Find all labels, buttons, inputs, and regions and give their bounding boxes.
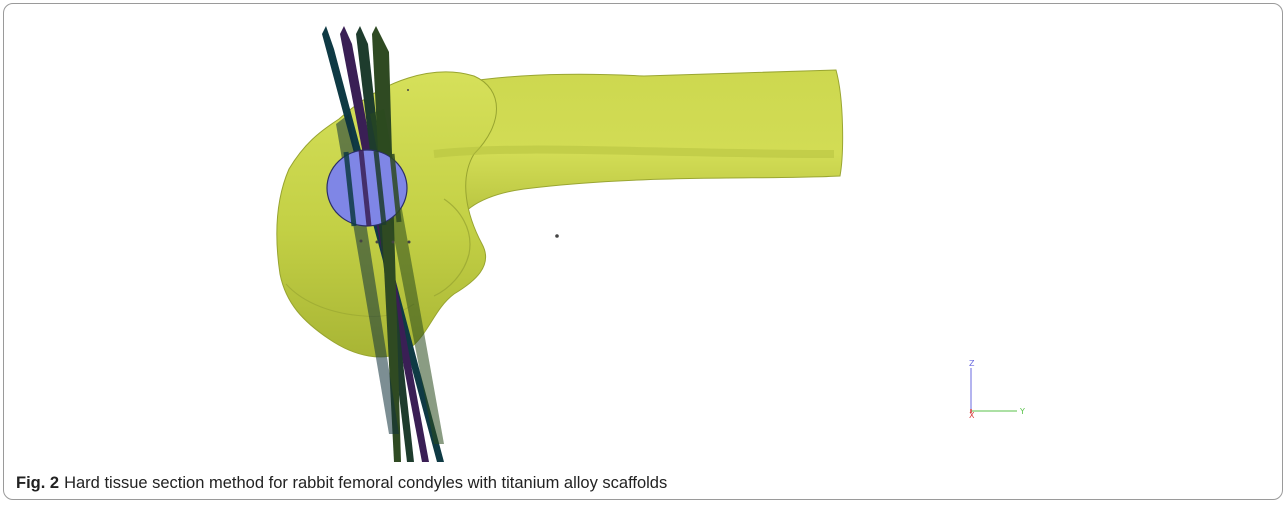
x-axis-label: X xyxy=(969,411,975,420)
figure-caption-text: Hard tissue section method for rabbit fe… xyxy=(64,474,667,492)
axis-triad: Z X Y xyxy=(969,359,1025,420)
figure-frame: Z X Y Fig. 2 Hard tissue section method f… xyxy=(3,3,1283,500)
y-axis-label: Y xyxy=(1019,407,1025,416)
figure-label: Fig. 2 xyxy=(16,474,59,492)
z-axis-label: Z xyxy=(969,359,975,368)
3d-render-viewport: Z X Y xyxy=(4,4,1283,500)
shaft-shading xyxy=(434,150,834,154)
figure-caption: Fig. 2 Hard tissue section method for rab… xyxy=(16,474,667,493)
